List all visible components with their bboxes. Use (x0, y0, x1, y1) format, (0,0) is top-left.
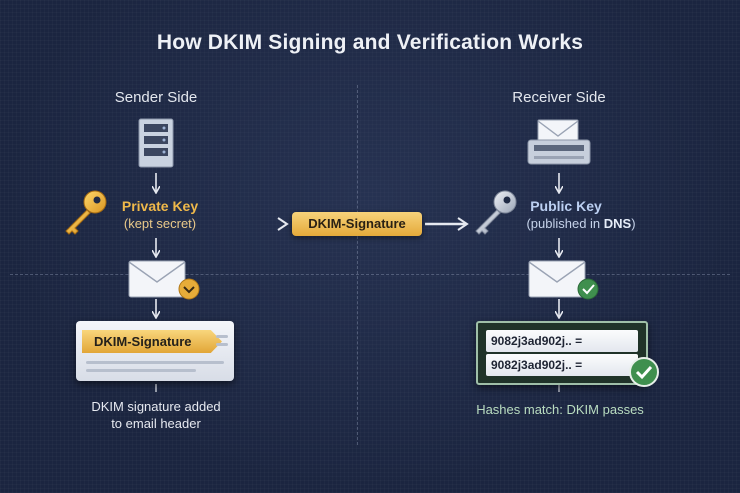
private-key-label: Private Key (121, 198, 199, 214)
dkim-signature-badge: DKIM-Signature (292, 212, 422, 236)
sender-caption-line2: to email header (111, 416, 201, 431)
vertical-divider (357, 85, 358, 445)
server-icon (138, 118, 174, 168)
envelope-check-icon (528, 260, 599, 300)
gold-key-icon (65, 190, 107, 235)
sender-heading: Sender Side (114, 89, 198, 106)
hash-row-1: 9082j3ad902j.. = (486, 330, 638, 352)
hash-compare-card: 9082j3ad902j.. = 9082j3ad902j.. = (476, 321, 648, 385)
horizontal-divider (10, 274, 730, 275)
public-key-label: Public Key (530, 198, 602, 214)
envelope-signed-icon (128, 260, 200, 300)
dns-label: DNS (603, 216, 632, 231)
page-title: How DKIM Signing and Verification Works (156, 31, 584, 54)
public-key-sub: (published in DNS) (526, 216, 636, 231)
card-dkim-badge: DKIM-Signature (82, 330, 222, 353)
mail-printer-icon (527, 119, 591, 165)
silver-key-icon (475, 190, 517, 235)
sender-caption-line1: DKIM signature added (91, 399, 221, 414)
private-key-sub: (kept secret) (123, 216, 197, 231)
check-circle-icon (629, 357, 659, 387)
receiver-heading: Receiver Side (512, 89, 606, 106)
signed-email-card: DKIM-Signature (76, 321, 234, 381)
receiver-caption: Hashes match: DKIM passes (476, 402, 644, 417)
hash-row-2: 9082j3ad902j.. = (486, 354, 638, 376)
